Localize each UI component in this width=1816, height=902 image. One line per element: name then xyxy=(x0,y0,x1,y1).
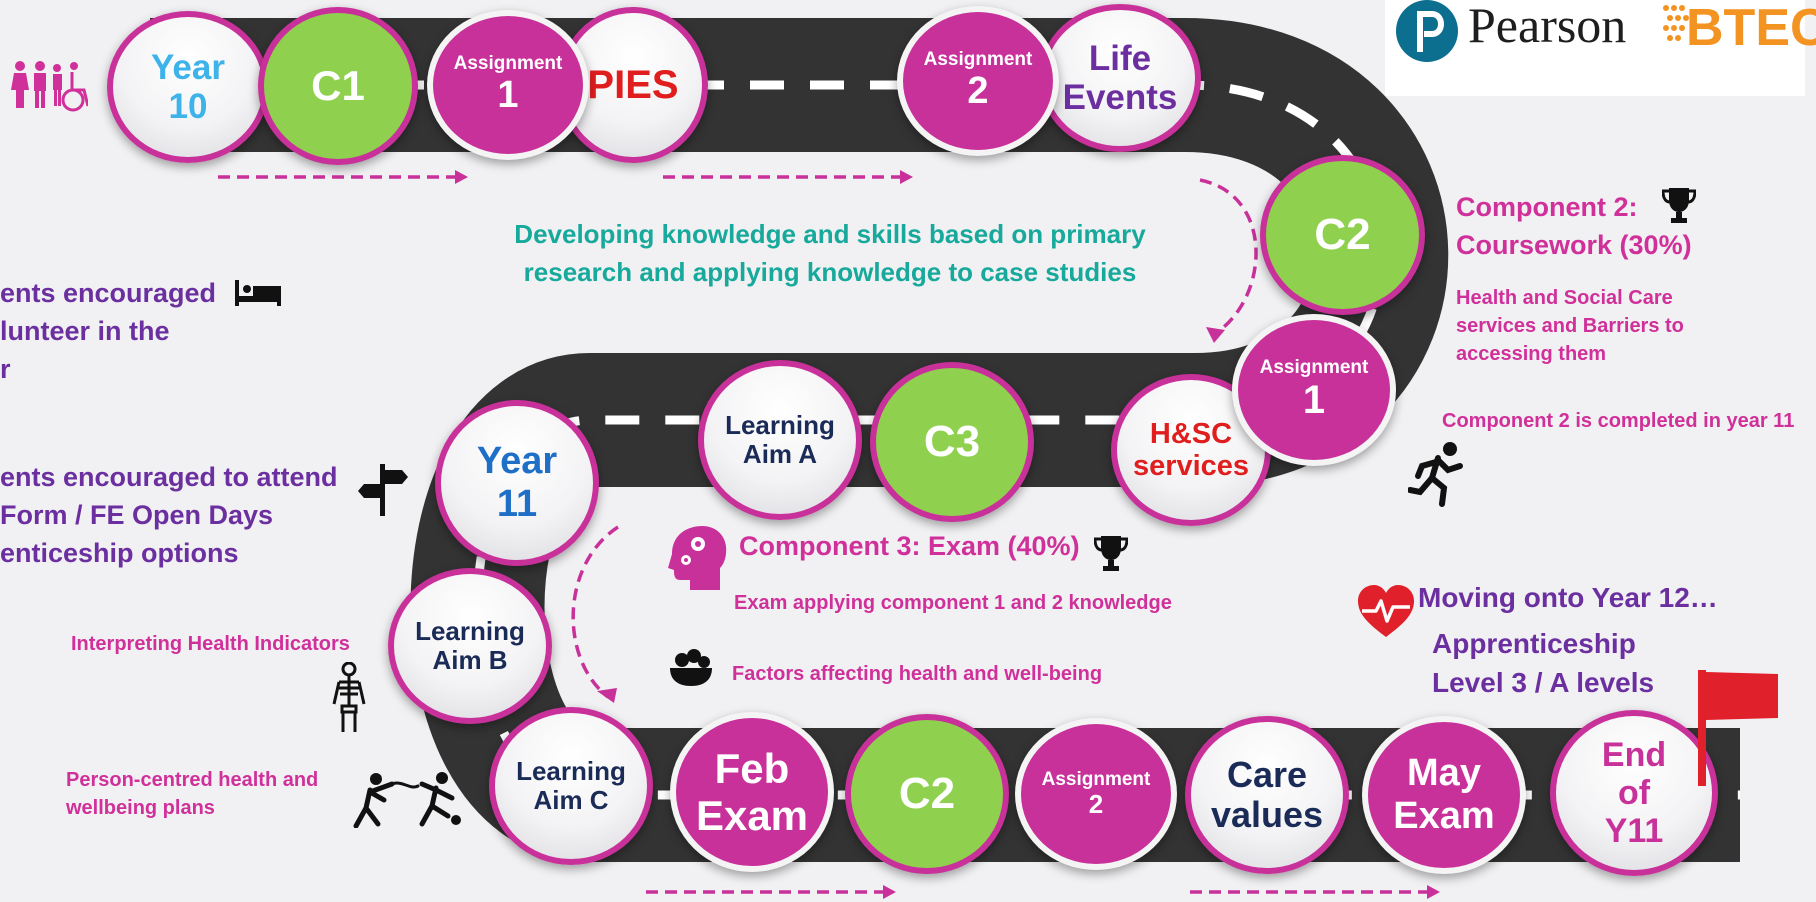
volunteer-line3: r xyxy=(0,354,11,384)
node-assignment-1-mid-line1: Assignment xyxy=(1259,356,1369,378)
apprenticeship-text: Apprenticeship xyxy=(1432,628,1636,659)
node-may-exam-line1: May xyxy=(1407,752,1481,795)
node-assignment-2-top-line2: 2 xyxy=(967,70,989,113)
node-learning-aim-c: Learning Aim C xyxy=(489,707,653,865)
node-year-11: Year 11 xyxy=(435,400,599,566)
node-c1-label: C1 xyxy=(311,62,365,110)
node-assignment-2-bottom-line2: 2 xyxy=(1088,789,1104,820)
node-life-events-line2: Events xyxy=(1062,78,1178,117)
logo-box xyxy=(1385,0,1805,96)
node-life-events-line1: Life xyxy=(1088,38,1152,78)
finish-flag-icon xyxy=(1698,670,1778,786)
node-assignment-2-top: Assignment 2 xyxy=(897,6,1059,156)
attend-line1: ents encouraged to attend xyxy=(0,462,338,492)
node-year-10: Year 10 xyxy=(107,11,269,163)
node-learning-aim-b-line1: Learning xyxy=(415,615,525,646)
node-care-values-line2: values xyxy=(1210,794,1324,835)
node-learning-aim-c-line2: Aim C xyxy=(533,785,609,815)
trophy-icon-exam xyxy=(1094,536,1128,571)
component-2-title-line2: Coursework (30%) xyxy=(1456,230,1692,260)
btec-dots-icon xyxy=(1663,5,1689,41)
pearson-logo-icon xyxy=(1396,0,1458,62)
node-may-exam-line2: Exam xyxy=(1393,795,1495,837)
node-hsc-services-line1: H&SC xyxy=(1149,417,1233,450)
node-year-11-line1: Year xyxy=(476,440,558,483)
node-assignment-1-top-line1: Assignment xyxy=(453,53,563,75)
developing-caption: Developing knowledge and skills based on… xyxy=(514,219,1146,287)
node-c3: C3 xyxy=(870,362,1034,522)
node-end-of-y11: End of Y11 xyxy=(1550,710,1718,876)
node-assignment-1-mid: Assignment 1 xyxy=(1232,314,1396,466)
signpost-icon xyxy=(358,464,408,516)
node-assignment-2-top-line1: Assignment xyxy=(923,49,1033,71)
node-feb-exam: Feb Exam xyxy=(670,712,834,872)
node-year-10-line1: Year xyxy=(151,47,225,87)
volunteer-line2: lunteer in the xyxy=(0,316,170,346)
node-c3-label: C3 xyxy=(923,417,981,467)
node-c2-right: C2 xyxy=(1260,155,1425,315)
node-c2-bottom-label: C2 xyxy=(898,769,956,819)
node-assignment-1-top-line2: 1 xyxy=(497,74,519,117)
component-3-description: Exam applying component 1 and 2 knowledg… xyxy=(734,592,1172,614)
node-learning-aim-c-line1: Learning xyxy=(516,755,626,786)
node-end-of-y11-line3: Y11 xyxy=(1604,812,1664,851)
node-assignment-1-top: Assignment 1 xyxy=(427,10,589,160)
moving-on-title: Moving onto Year 12… xyxy=(1418,582,1718,613)
btec-wordmark: BTEC xyxy=(1686,0,1816,57)
attend-line2: Form / FE Open Days xyxy=(0,500,274,530)
node-learning-aim-b-line2: Aim B xyxy=(432,645,508,675)
levels-text: Level 3 / A levels xyxy=(1432,667,1655,698)
node-hsc-services-line2: services xyxy=(1132,450,1250,482)
node-assignment-1-mid-line2: 1 xyxy=(1302,378,1326,423)
component-2-title-line1: Component 2: xyxy=(1456,192,1638,222)
node-life-events: Life Events xyxy=(1039,4,1201,152)
runner-icon xyxy=(1408,442,1463,507)
component-2-description: Health and Social Care services and Barr… xyxy=(1456,287,1684,365)
node-c1: C1 xyxy=(258,7,418,165)
fruit-bowl-icon xyxy=(670,649,712,686)
node-learning-aim-a-line2: Aim A xyxy=(742,439,818,469)
brain-gears-icon xyxy=(668,526,727,590)
component-3-title: Component 3: Exam (40%) xyxy=(739,531,1080,561)
node-care-values: Care values xyxy=(1185,716,1349,874)
family-icon xyxy=(11,61,88,112)
node-pies-label: PIES xyxy=(587,62,679,107)
trophy-icon xyxy=(1662,188,1696,223)
node-feb-exam-line2: Exam xyxy=(695,792,809,839)
heartbeat-icon xyxy=(1358,585,1414,637)
skeleton-icon xyxy=(332,662,366,732)
node-assignment-2-bottom: Assignment 2 xyxy=(1015,718,1177,870)
node-learning-aim-a-line1: Learning xyxy=(725,409,835,440)
node-year-10-line2: 10 xyxy=(168,87,208,126)
pearson-wordmark: Pearson xyxy=(1468,0,1627,53)
node-end-of-y11-line2: of xyxy=(1617,773,1651,812)
node-year-11-line2: 11 xyxy=(496,483,538,525)
node-feb-exam-line1: Feb xyxy=(714,744,790,792)
bed-icon xyxy=(235,280,281,306)
node-care-values-line1: Care xyxy=(1226,753,1308,795)
volunteer-line1: ents encouraged xyxy=(0,278,217,308)
fighters-icon xyxy=(353,772,461,828)
node-learning-aim-b: Learning Aim B xyxy=(388,568,552,724)
person-centred-caption: Person-centred health and wellbeing plan… xyxy=(66,769,319,819)
node-learning-aim-a: Learning Aim A xyxy=(698,360,862,520)
interpreting-caption: Interpreting Health Indicators xyxy=(71,633,350,655)
node-c2-right-label: C2 xyxy=(1314,210,1371,260)
factors-caption: Factors affecting health and well-being xyxy=(732,663,1103,685)
node-c2-bottom: C2 xyxy=(845,714,1009,874)
node-assignment-2-bottom-line1: Assignment xyxy=(1041,768,1151,790)
component-2-completed-note: Component 2 is completed in year 11 xyxy=(1442,410,1795,432)
node-end-of-y11-line1: End xyxy=(1601,735,1667,774)
attend-line3: enticeship options xyxy=(0,538,239,568)
node-may-exam: May Exam xyxy=(1362,716,1526,874)
